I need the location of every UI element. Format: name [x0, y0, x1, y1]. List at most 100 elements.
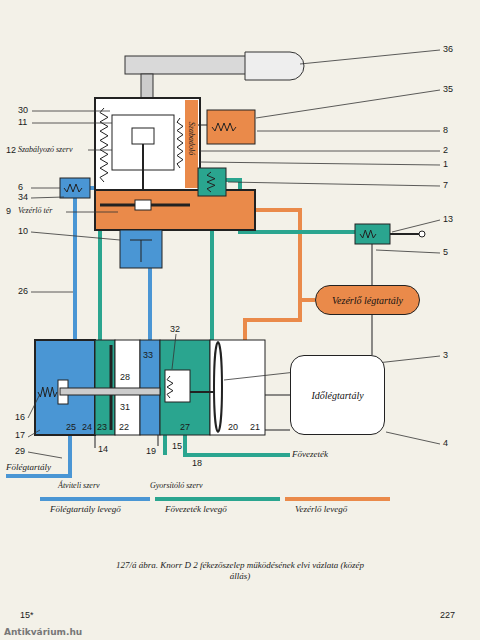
callout-number: 11 — [18, 117, 27, 127]
disk-chamber — [210, 340, 265, 435]
legend-item: Fővezeték levegő — [155, 497, 280, 514]
main-pipe — [98, 230, 102, 340]
valve-13-handle — [390, 233, 419, 235]
group-name: Gyorsítóló szerv — [150, 481, 203, 490]
piston-rod — [60, 388, 160, 395]
leader-line — [200, 162, 440, 165]
callout-number: 22 — [119, 422, 129, 432]
valve-6 — [60, 178, 90, 198]
control-pipe — [255, 210, 315, 300]
port-name: Fölégtartály — [6, 462, 51, 472]
callout-number: 7 — [443, 180, 448, 190]
callout-number: 17 — [15, 430, 25, 440]
callout-number: 35 — [443, 84, 453, 94]
regulator-housing — [95, 98, 200, 190]
callout-number: 34 — [18, 192, 28, 202]
leader-line — [66, 212, 118, 213]
callout-number: 15 — [172, 441, 182, 451]
leader-line — [228, 182, 440, 186]
valve-13-knob — [419, 231, 425, 237]
callout-number: 36 — [443, 44, 453, 54]
watermark: Antikvárium.hu — [4, 627, 82, 637]
callout-number: 33 — [143, 350, 153, 360]
callout-number: 23 — [97, 422, 107, 432]
spring — [177, 118, 183, 168]
callout-number: 30 — [18, 105, 28, 115]
port-line — [157, 435, 158, 446]
quick-chamber — [160, 340, 210, 435]
release-valve-stem — [198, 125, 207, 126]
legend-text: Fővezeték levegő — [165, 504, 245, 514]
callout-number: 5 — [443, 247, 448, 257]
quick-valve — [165, 370, 190, 402]
feed-valve-seat — [130, 240, 152, 262]
leader-line — [376, 250, 440, 253]
feed-valve — [120, 230, 162, 268]
spring — [167, 376, 173, 398]
spring — [212, 123, 236, 131]
part-name: Szabályozó szerv — [18, 145, 72, 154]
part-name: Szabadoló — [187, 108, 196, 170]
spring — [207, 172, 215, 192]
figure-caption: 127/á ábra. Knorr D 2 fékezőszelep működ… — [115, 560, 365, 582]
leader-line — [31, 197, 64, 198]
callout-number: 31 — [120, 402, 130, 412]
leader-line — [32, 123, 112, 124]
legend-swatch — [40, 497, 150, 501]
callout-number: 16 — [15, 412, 25, 422]
handle-stem — [141, 74, 153, 100]
handle-grip — [245, 52, 304, 80]
spring — [360, 230, 376, 238]
release-valve — [207, 110, 255, 144]
leader-line — [28, 452, 62, 458]
callout-number: 18 — [192, 458, 202, 468]
handle-bar — [125, 56, 250, 74]
callout-number: 29 — [15, 446, 25, 456]
legend-text: Fölégtartály levegő — [50, 504, 130, 514]
legend-text: Vezérlő levegő — [295, 504, 375, 514]
valve-7 — [198, 168, 226, 196]
node-label: Időlégtartály — [311, 390, 363, 401]
valve-13 — [355, 224, 390, 244]
node-label: Vezérlő légtartály — [332, 295, 403, 306]
leader-line — [300, 50, 440, 64]
callout-number: 12 — [6, 145, 16, 155]
release-channel — [185, 100, 198, 188]
leader-line — [31, 292, 73, 293]
main-pipe-port — [163, 435, 167, 455]
spring — [100, 108, 108, 182]
reservoir-pipe — [148, 268, 152, 340]
leader-line — [386, 432, 440, 444]
callout-number: 28 — [120, 372, 130, 382]
reservoir-pipe-port — [6, 435, 70, 476]
leader-line — [31, 232, 120, 240]
callout-number: 24 — [82, 422, 92, 432]
callout-number: 21 — [250, 422, 260, 432]
diaphragm-disk — [135, 200, 151, 210]
leader-line — [200, 151, 440, 152]
page-number: 227 — [440, 610, 455, 620]
callout-number: 14 — [98, 444, 108, 454]
leader-line — [28, 430, 40, 437]
port-line — [94, 435, 95, 448]
callout-number: 2 — [443, 145, 448, 155]
reservoir-pipe — [73, 198, 77, 340]
timer-line — [265, 394, 290, 395]
control-reservoir: Vezérlő légtartály — [315, 285, 420, 315]
leader-line — [172, 334, 176, 369]
control-pipe — [245, 300, 300, 340]
leader-line — [392, 220, 440, 232]
legend-item: Vezérlő levegő — [285, 497, 390, 514]
leader-line — [31, 188, 60, 189]
callout-number: 27 — [180, 422, 190, 432]
callout-number: 26 — [18, 286, 28, 296]
port-name: Fővezeték — [292, 449, 328, 459]
timer-reservoir: Időlégtartály — [290, 355, 385, 435]
callout-number: 3 — [443, 350, 448, 360]
callout-number: 20 — [228, 422, 238, 432]
callout-number: 4 — [443, 438, 448, 448]
spring — [64, 184, 82, 192]
